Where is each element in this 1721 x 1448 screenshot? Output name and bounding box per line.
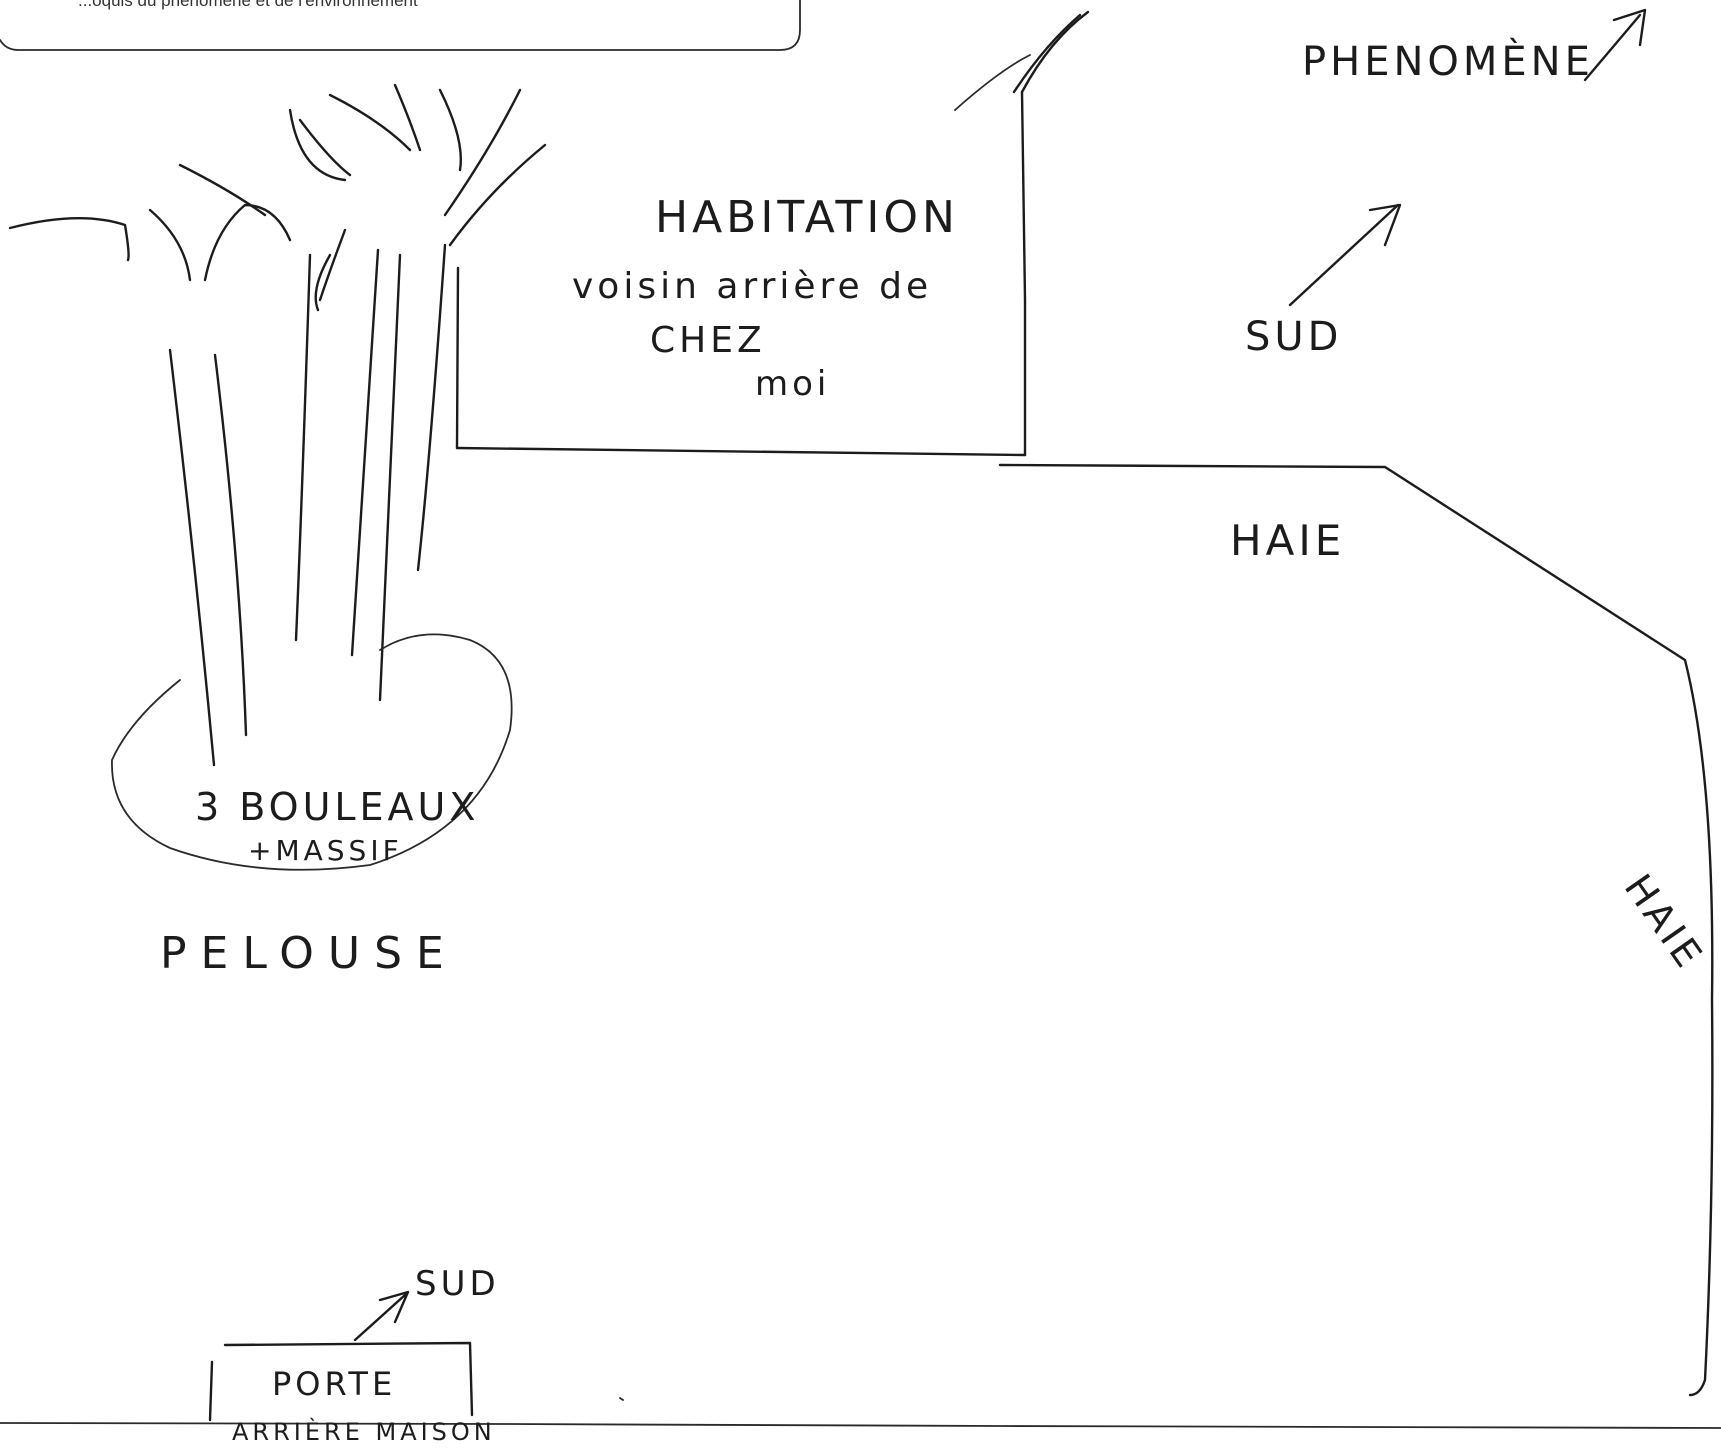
label-chez: CHEZ xyxy=(650,320,766,361)
label-haie-side: HAIE xyxy=(1616,866,1713,978)
arrow-sud-top xyxy=(1288,203,1402,307)
form-header-box: ...oquis du phénomène et de l'environnem… xyxy=(0,0,801,51)
trees-sketch xyxy=(8,83,547,871)
label-sud-top: SUD xyxy=(1245,314,1342,360)
back-door-box xyxy=(208,1341,474,1422)
label-trees: 3 BOULEAUX xyxy=(195,785,479,829)
hedge-line xyxy=(998,463,1714,1397)
arrow-sud-bottom xyxy=(353,1290,410,1342)
label-moi: moi xyxy=(755,364,830,404)
label-pelouse: PELOUSE xyxy=(160,928,458,979)
label-sud-bottom: SUD xyxy=(415,1264,500,1304)
label-voisin-arriere: voisin arrière de xyxy=(572,266,932,307)
stray-mark xyxy=(619,1397,624,1401)
label-massif: +MASSIF xyxy=(248,834,403,867)
label-haie-top: HAIE xyxy=(1230,516,1345,565)
arrow-phenomene xyxy=(1583,8,1647,82)
label-arriere-maison: ARRIÈRE MAISON xyxy=(232,1417,496,1446)
ground-line xyxy=(0,1422,1721,1429)
neighbour-house xyxy=(455,10,1090,457)
form-header-text: ...oquis du phénomène et de l'environnem… xyxy=(78,0,418,10)
label-habitation: HABITATION xyxy=(655,192,959,243)
label-phenomene: PHENOMÈNE xyxy=(1302,37,1594,85)
label-porte: PORTE xyxy=(272,1365,396,1403)
